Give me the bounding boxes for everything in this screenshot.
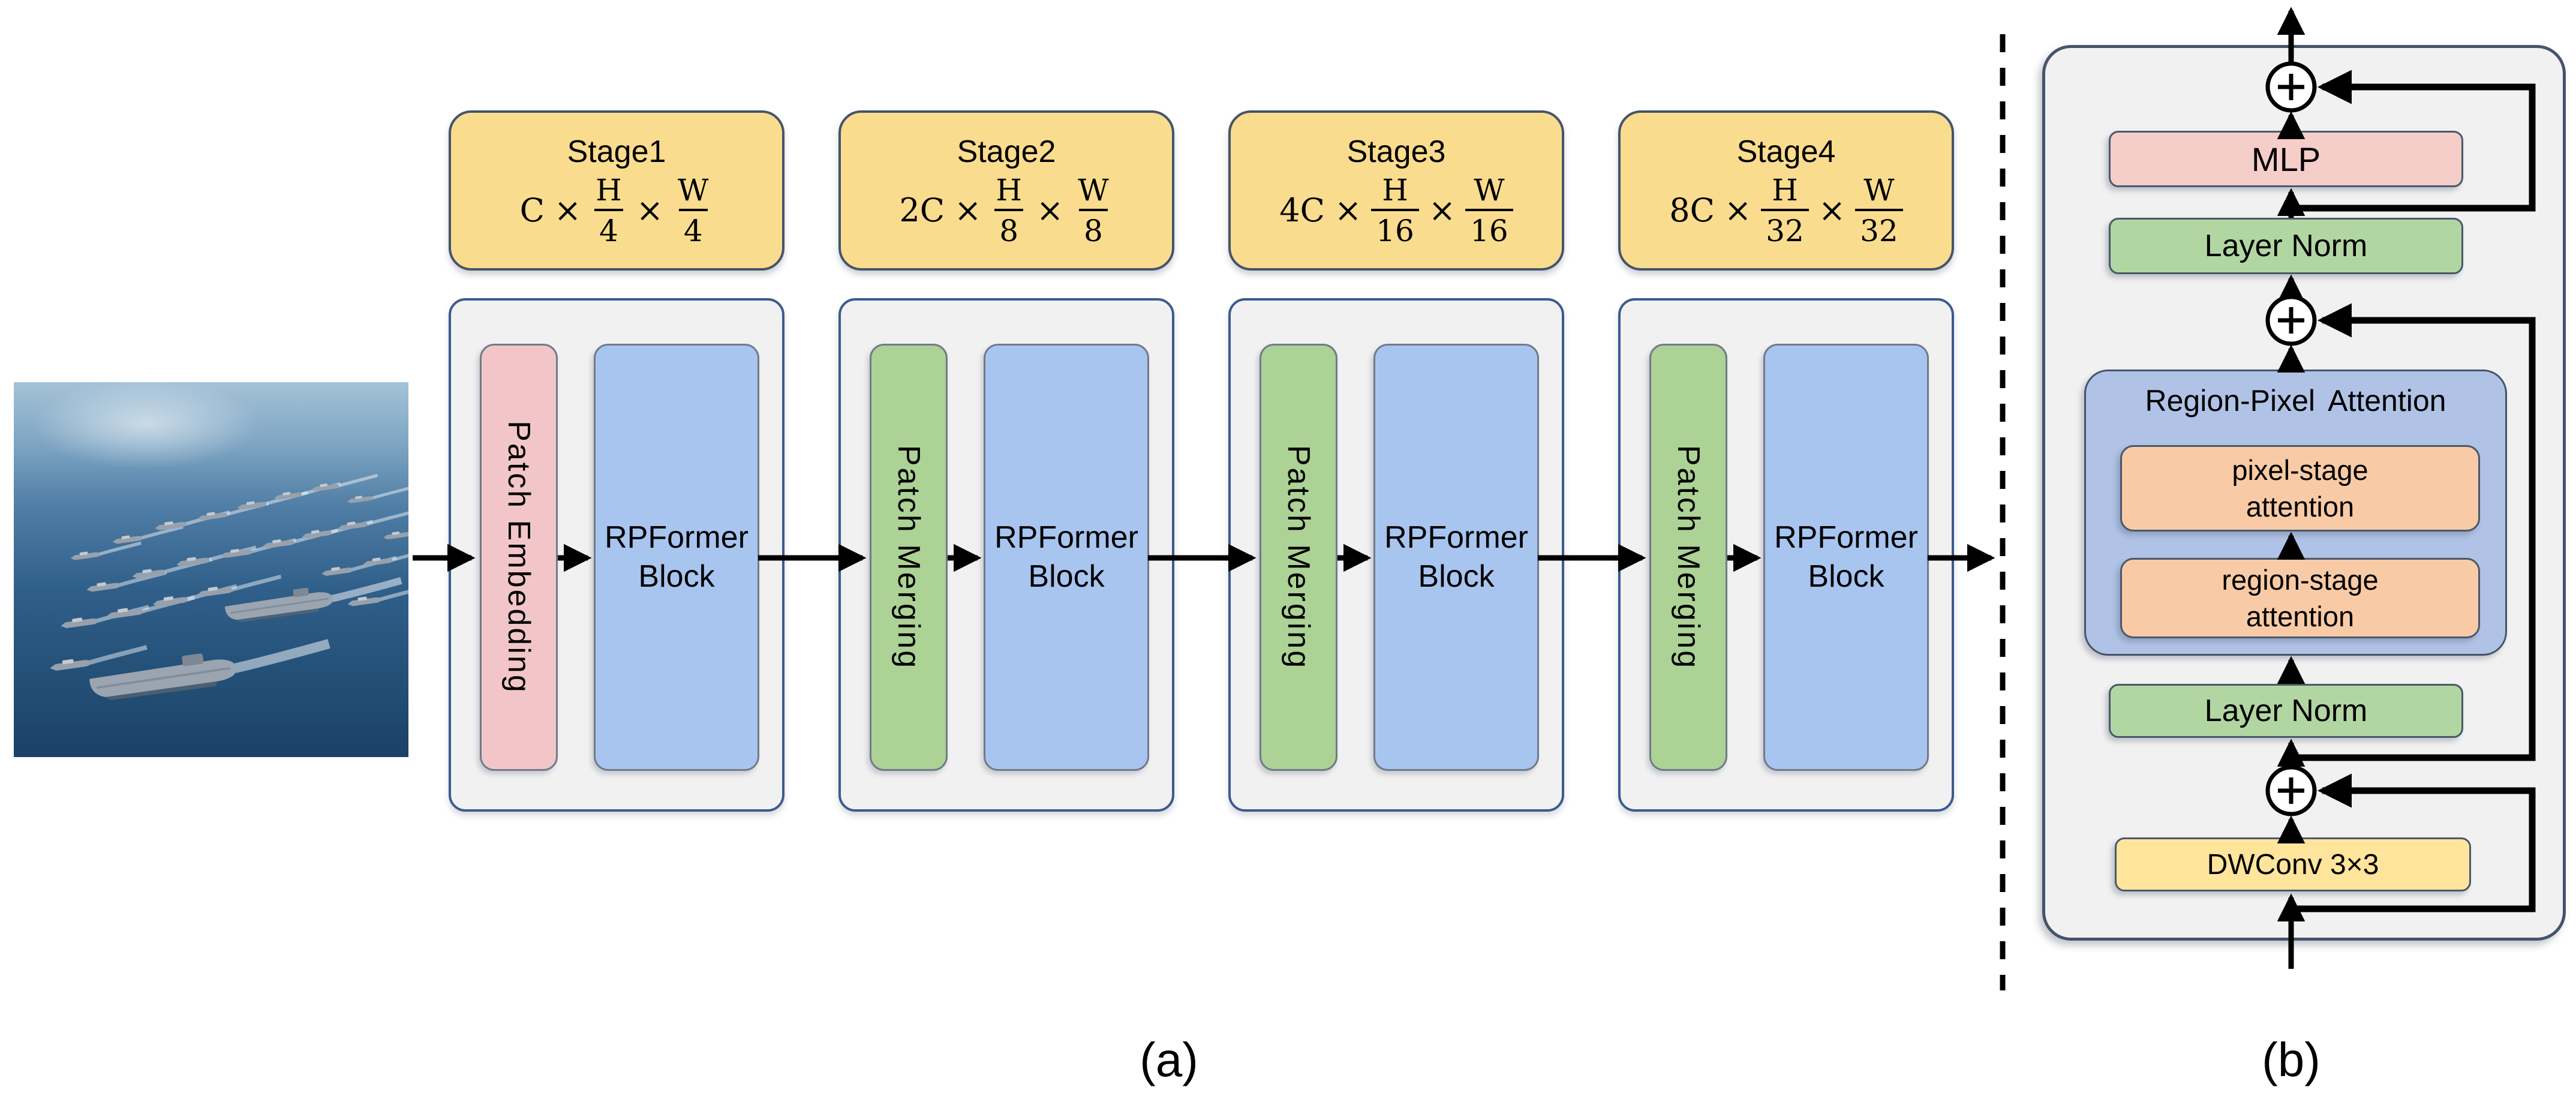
stage1-title: Stage1 (567, 134, 666, 169)
stage-column-4: Stage4 8C × H 32 × W 32 Patch Merging RP… (1618, 0, 1954, 1102)
fraction-w: W 16 (1465, 175, 1513, 246)
times-sign: × (1724, 191, 1752, 230)
times-sign: × (554, 191, 582, 230)
coeff: 8C (1669, 191, 1715, 230)
fleet-ships (49, 476, 408, 701)
times-sign: × (636, 191, 664, 230)
stage1-dimensions: C × H 4 × W 4 (520, 175, 714, 246)
pixel-stage-attention-box: pixel-stage attention (2120, 445, 2480, 532)
stage2-body: Patch Merging RPFormer Block (838, 298, 1174, 812)
sun-haze (32, 382, 260, 469)
rpformer-block-2: RPFormer Block (984, 344, 1149, 771)
fraction-w: W 32 (1855, 175, 1903, 246)
fraction-h: H 32 (1761, 175, 1809, 246)
patch-merging-box-4: Patch Merging (1649, 344, 1727, 771)
fraction-w: W 4 (678, 173, 709, 249)
stage1-body: Patch Embedding RPFormer Block (449, 298, 784, 812)
times-sign: × (1818, 191, 1846, 230)
aircraft-carrier (224, 577, 402, 623)
stage1-header: Stage1 C × H 4 × W 4 (449, 110, 784, 271)
stage-column-3: Stage3 4C × H 16 × W 16 Patch Merging RP… (1228, 0, 1564, 1102)
times-sign: × (1428, 191, 1456, 230)
dwconv-box: DWConv 3×3 (2115, 837, 2471, 891)
times-sign: × (1334, 191, 1362, 230)
patch-embedding-box: Patch Embedding (480, 344, 558, 771)
stage3-title: Stage3 (1346, 134, 1446, 169)
layer-norm-bottom-box: Layer Norm (2109, 684, 2463, 738)
patch-merging-box-2: Patch Merging (870, 344, 948, 771)
stage2-title: Stage2 (957, 134, 1056, 169)
caption-a: (a) (1140, 1033, 1198, 1086)
input-fleet-photo (14, 382, 408, 757)
aircraft-carrier (89, 639, 330, 701)
stage2-header: Stage2 2C × H 8 × W 8 (838, 110, 1174, 271)
fraction-h: H 16 (1371, 175, 1419, 246)
coeff: 4C (1279, 191, 1325, 230)
stage3-body: Patch Merging RPFormer Block (1228, 298, 1564, 812)
caption-b: (b) (2262, 1033, 2320, 1086)
patch-merging-box-3: Patch Merging (1260, 344, 1337, 771)
stage-column-1: Stage1 C × H 4 × W 4 Patch Embedding RPF… (449, 0, 784, 1102)
rpformer-block-4: RPFormer Block (1763, 344, 1929, 771)
stage3-dimensions: 4C × H 16 × W 16 (1279, 175, 1513, 246)
mlp-box: MLP (2109, 131, 2463, 187)
stage4-dimensions: 8C × H 32 × W 32 (1669, 175, 1903, 246)
fraction-w: W 8 (1078, 173, 1109, 249)
stage-column-2: Stage2 2C × H 8 × W 8 Patch Merging RPFo… (838, 0, 1174, 1102)
stage3-header: Stage3 4C × H 16 × W 16 (1228, 110, 1564, 271)
coeff: 2C (899, 191, 945, 230)
stage4-title: Stage4 (1736, 134, 1836, 169)
coeff: C (519, 191, 545, 230)
fraction-h: H 4 (591, 175, 627, 246)
layer-norm-top-box: Layer Norm (2109, 218, 2463, 274)
times-sign: × (954, 191, 982, 230)
fraction-h: H 8 (991, 175, 1027, 246)
stage4-header: Stage4 8C × H 32 × W 32 (1618, 110, 1954, 271)
times-sign: × (1036, 191, 1064, 230)
rpformer-block-3: RPFormer Block (1373, 344, 1539, 771)
region-stage-attention-box: region-stage attention (2120, 558, 2480, 638)
rpformer-block-1: RPFormer Block (594, 344, 759, 771)
region-pixel-attention-title: Region-Pixel Attention (2145, 384, 2446, 418)
stage4-body: Patch Merging RPFormer Block (1618, 298, 1954, 812)
stage2-dimensions: 2C × H 8 × W 8 (899, 175, 1113, 246)
